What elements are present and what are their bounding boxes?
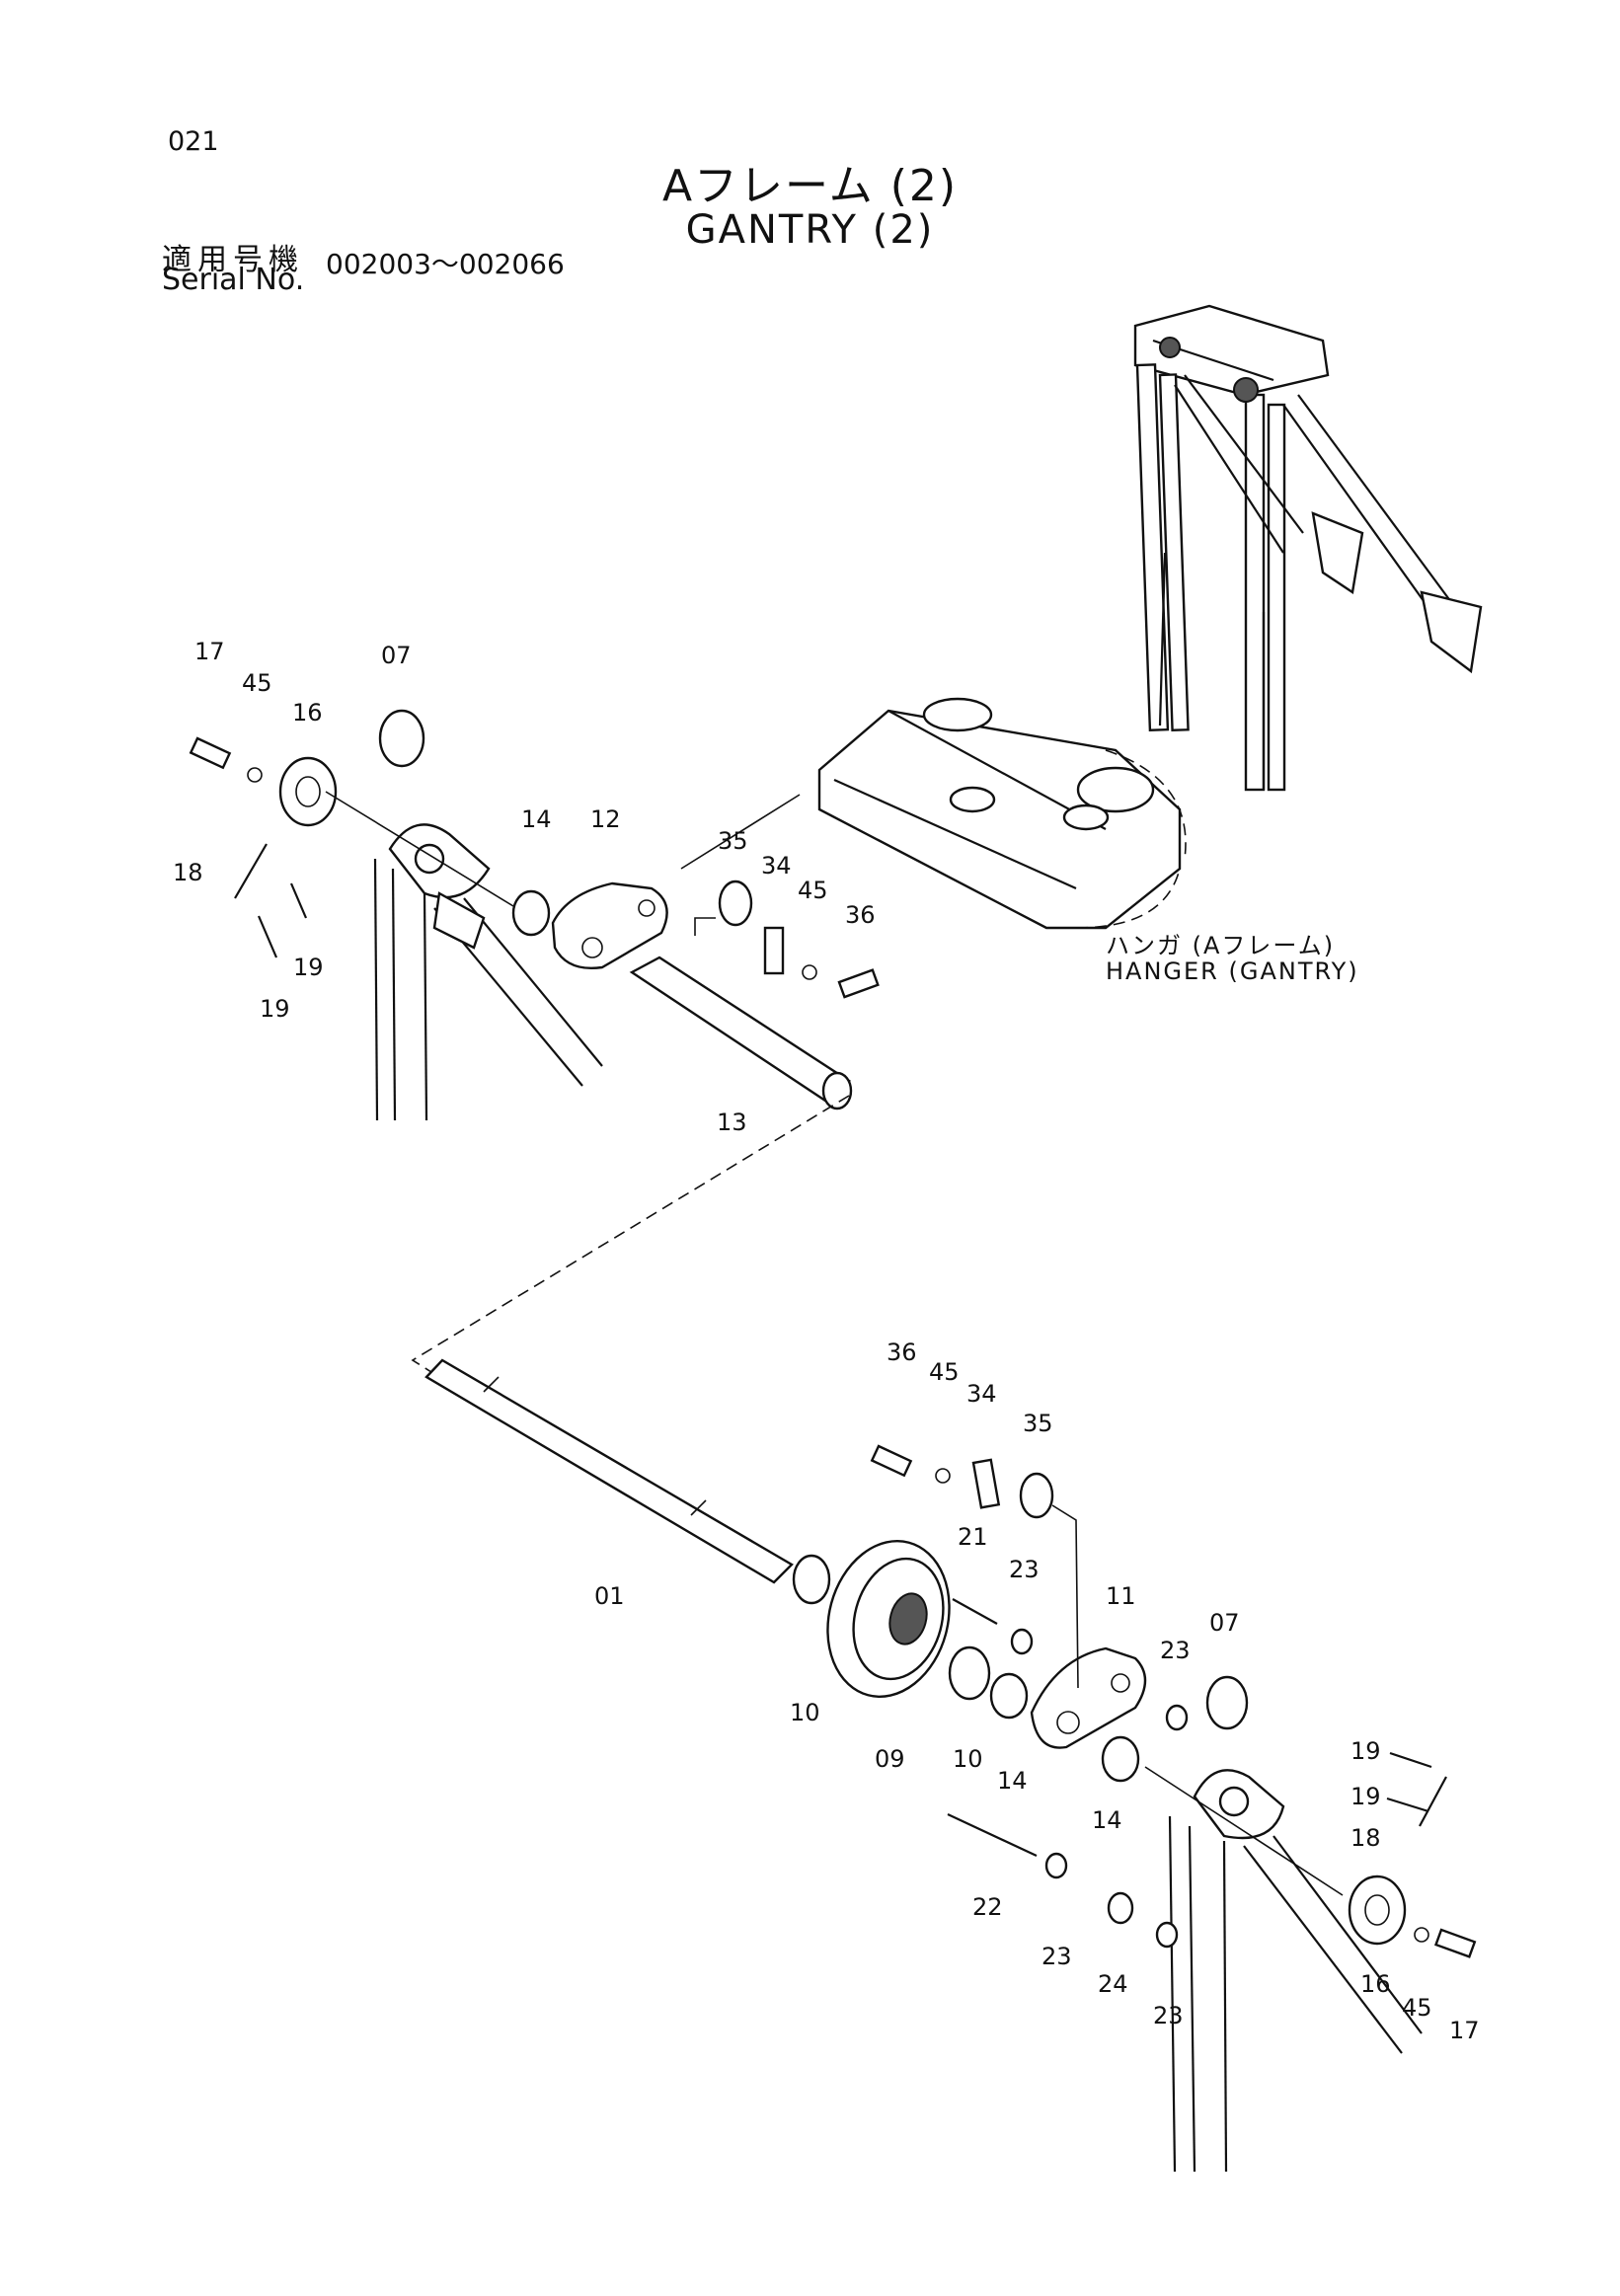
callout-34-upper: 34: [761, 852, 792, 880]
callout-18-upper: 18: [173, 859, 203, 886]
callout-11-lower: 11: [1106, 1582, 1136, 1610]
title-japanese: Aフレーム (2): [661, 161, 959, 211]
callout-14b-lower: 14: [1092, 1806, 1122, 1834]
callout-19b-upper: 19: [260, 995, 290, 1023]
serial-label-japanese: 適用号機: [162, 243, 304, 277]
hanger-caption-english: HANGER (GANTRY): [1106, 957, 1359, 985]
hanger-gantry-illustration: [680, 697, 1187, 930]
callout-19a-lower: 19: [1350, 1737, 1381, 1765]
part-07-bushing-upper: [378, 709, 425, 768]
callout-10b-lower: 10: [953, 1745, 983, 1773]
callout-34-lower: 34: [966, 1380, 997, 1408]
callout-16-lower: 16: [1360, 1970, 1391, 1998]
callout-10a-lower: 10: [790, 1699, 820, 1726]
page-number: 021: [168, 126, 219, 157]
callout-19a-upper: 19: [293, 954, 324, 981]
callout-07-upper: 07: [381, 642, 412, 669]
callout-07-lower: 07: [1209, 1609, 1240, 1637]
callout-14a-lower: 14: [997, 1767, 1028, 1795]
callout-18-lower: 18: [1350, 1824, 1381, 1852]
callout-12-upper: 12: [590, 805, 621, 833]
callout-21-lower: 21: [958, 1523, 988, 1551]
upper-arm-illustration: [189, 709, 880, 1121]
callout-01-lower: 01: [594, 1582, 625, 1610]
callout-23a-lower: 23: [1009, 1556, 1040, 1583]
callout-09-lower: 09: [875, 1745, 905, 1773]
callout-22-lower: 22: [972, 1893, 1003, 1921]
hanger-caption-japanese: ハンガ (Aフレーム): [1106, 932, 1336, 959]
callout-36-upper: 36: [845, 901, 876, 929]
callout-23d-lower: 23: [1153, 2002, 1184, 2029]
callout-16-upper: 16: [292, 699, 323, 727]
callout-19b-lower: 19: [1350, 1783, 1381, 1810]
callout-24-lower: 24: [1098, 1970, 1128, 1998]
callouts-lower: 36 45 34 35 21 23 11 23 07 01 10 09 10 1…: [594, 1339, 1480, 2044]
callouts-upper: 17 45 16 07 18 19 19 14 12 35 34 45 36 1…: [173, 638, 876, 1136]
gantry-overview-illustration: [1133, 304, 1483, 792]
callout-45-lower-2: 45: [1402, 1994, 1432, 2022]
callout-23b-lower: 23: [1160, 1637, 1191, 1664]
callout-17-lower: 17: [1449, 2017, 1480, 2044]
assembly-connector-line: [411, 1095, 850, 1375]
callout-45-upper: 45: [242, 669, 272, 697]
callout-23c-lower: 23: [1041, 1943, 1072, 1970]
serial-range: 002003～002066: [326, 248, 565, 280]
title-english: GANTRY (2): [685, 207, 935, 253]
callout-45b-upper: 45: [798, 877, 828, 904]
callout-35-upper: 35: [718, 827, 748, 855]
serial-label-english: Serial No.: [162, 263, 305, 297]
callout-35-lower: 35: [1023, 1410, 1053, 1437]
part-16-collar-upper: [278, 756, 338, 827]
callout-17-upper: 17: [194, 638, 225, 665]
callout-13-upper: 13: [717, 1109, 747, 1136]
lower-assembly-illustration: [424, 1358, 1477, 2173]
callout-14-upper: 14: [521, 805, 552, 833]
callout-36-lower: 36: [887, 1339, 917, 1366]
callout-45-lower: 45: [929, 1358, 960, 1386]
